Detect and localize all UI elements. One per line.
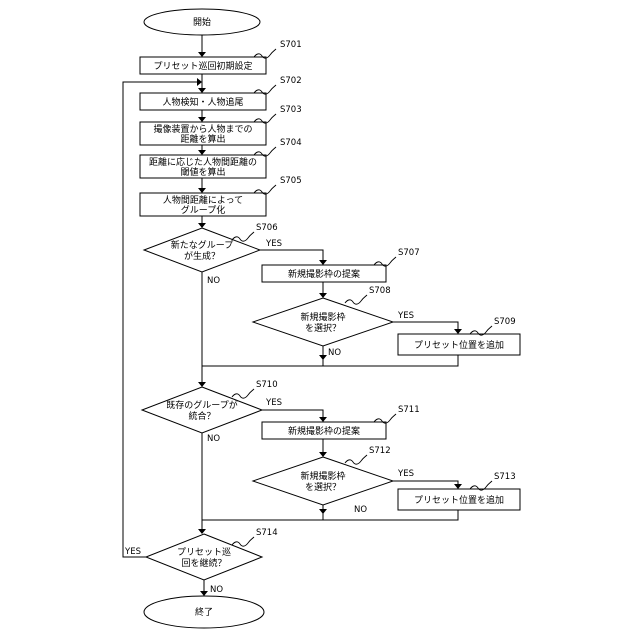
step-s708: S708 bbox=[369, 286, 391, 296]
step-s713: S713 bbox=[494, 472, 516, 482]
s702-label: 人物検知・人物追尾 bbox=[162, 96, 243, 108]
s710-label-line2: 統合？ bbox=[188, 410, 215, 422]
start-label: 開始 bbox=[193, 16, 211, 28]
s710-no-label: NO bbox=[207, 434, 220, 444]
s712-no-label: NO bbox=[354, 505, 367, 515]
s701-label: プリセット巡回初期設定 bbox=[153, 60, 252, 72]
s714-no-label: NO bbox=[210, 585, 223, 595]
s714-yes-label: YES bbox=[124, 547, 141, 557]
s705-label-line2: グループ化 bbox=[181, 204, 225, 216]
step-s711: S711 bbox=[398, 405, 420, 415]
s706-label-line1: 新たなグループ bbox=[171, 239, 233, 251]
s709-label: プリセット位置を追加 bbox=[414, 339, 504, 351]
s711-label: 新規撮影枠の提案 bbox=[288, 425, 360, 437]
step-s704: S704 bbox=[280, 138, 302, 148]
s714-label-line2: 回を継続？ bbox=[181, 557, 226, 569]
step-s701: S701 bbox=[280, 40, 302, 50]
s708-label-line1: 新規撮影枠 bbox=[300, 311, 345, 323]
s703-label-line2: 距離を算出 bbox=[180, 133, 225, 145]
s708-no-label: NO bbox=[328, 348, 341, 358]
step-s710: S710 bbox=[256, 380, 278, 390]
s712-label-line1: 新規撮影枠 bbox=[300, 470, 345, 482]
step-s705: S705 bbox=[280, 176, 302, 186]
s706-no-label: NO bbox=[207, 276, 220, 286]
s707-label: 新規撮影枠の提案 bbox=[288, 268, 360, 280]
step-s714: S714 bbox=[256, 528, 278, 538]
s708-yes-label: YES bbox=[397, 311, 414, 321]
end-label: 終了 bbox=[195, 606, 213, 618]
s708-label-line2: を選択？ bbox=[305, 322, 341, 334]
step-s706: S706 bbox=[256, 223, 278, 233]
s703-label-line1: 撮像装置から人物までの bbox=[153, 123, 252, 135]
s706-label-line2: が生成？ bbox=[184, 250, 220, 262]
s712-yes-label: YES bbox=[397, 469, 414, 479]
step-s709: S709 bbox=[494, 317, 516, 327]
s712-label-line2: を選択？ bbox=[305, 481, 341, 493]
s705-label-line1: 人物間距離によって bbox=[163, 194, 243, 206]
s704-label-line2: 閾値を算出 bbox=[180, 166, 225, 178]
s710-label-line1: 既存のグループが bbox=[166, 399, 237, 411]
step-s702: S702 bbox=[280, 76, 302, 86]
step-s703: S703 bbox=[280, 105, 302, 115]
s706-yes-label: YES bbox=[265, 239, 282, 249]
s710-yes-label: YES bbox=[265, 398, 282, 408]
s714-label-line1: プリセット巡 bbox=[177, 547, 231, 558]
s713-label: プリセット位置を追加 bbox=[414, 494, 504, 506]
s704-label-line1: 距離に応じた人物間距離の bbox=[149, 156, 257, 168]
step-s712: S712 bbox=[369, 446, 391, 456]
step-s707: S707 bbox=[398, 248, 420, 258]
